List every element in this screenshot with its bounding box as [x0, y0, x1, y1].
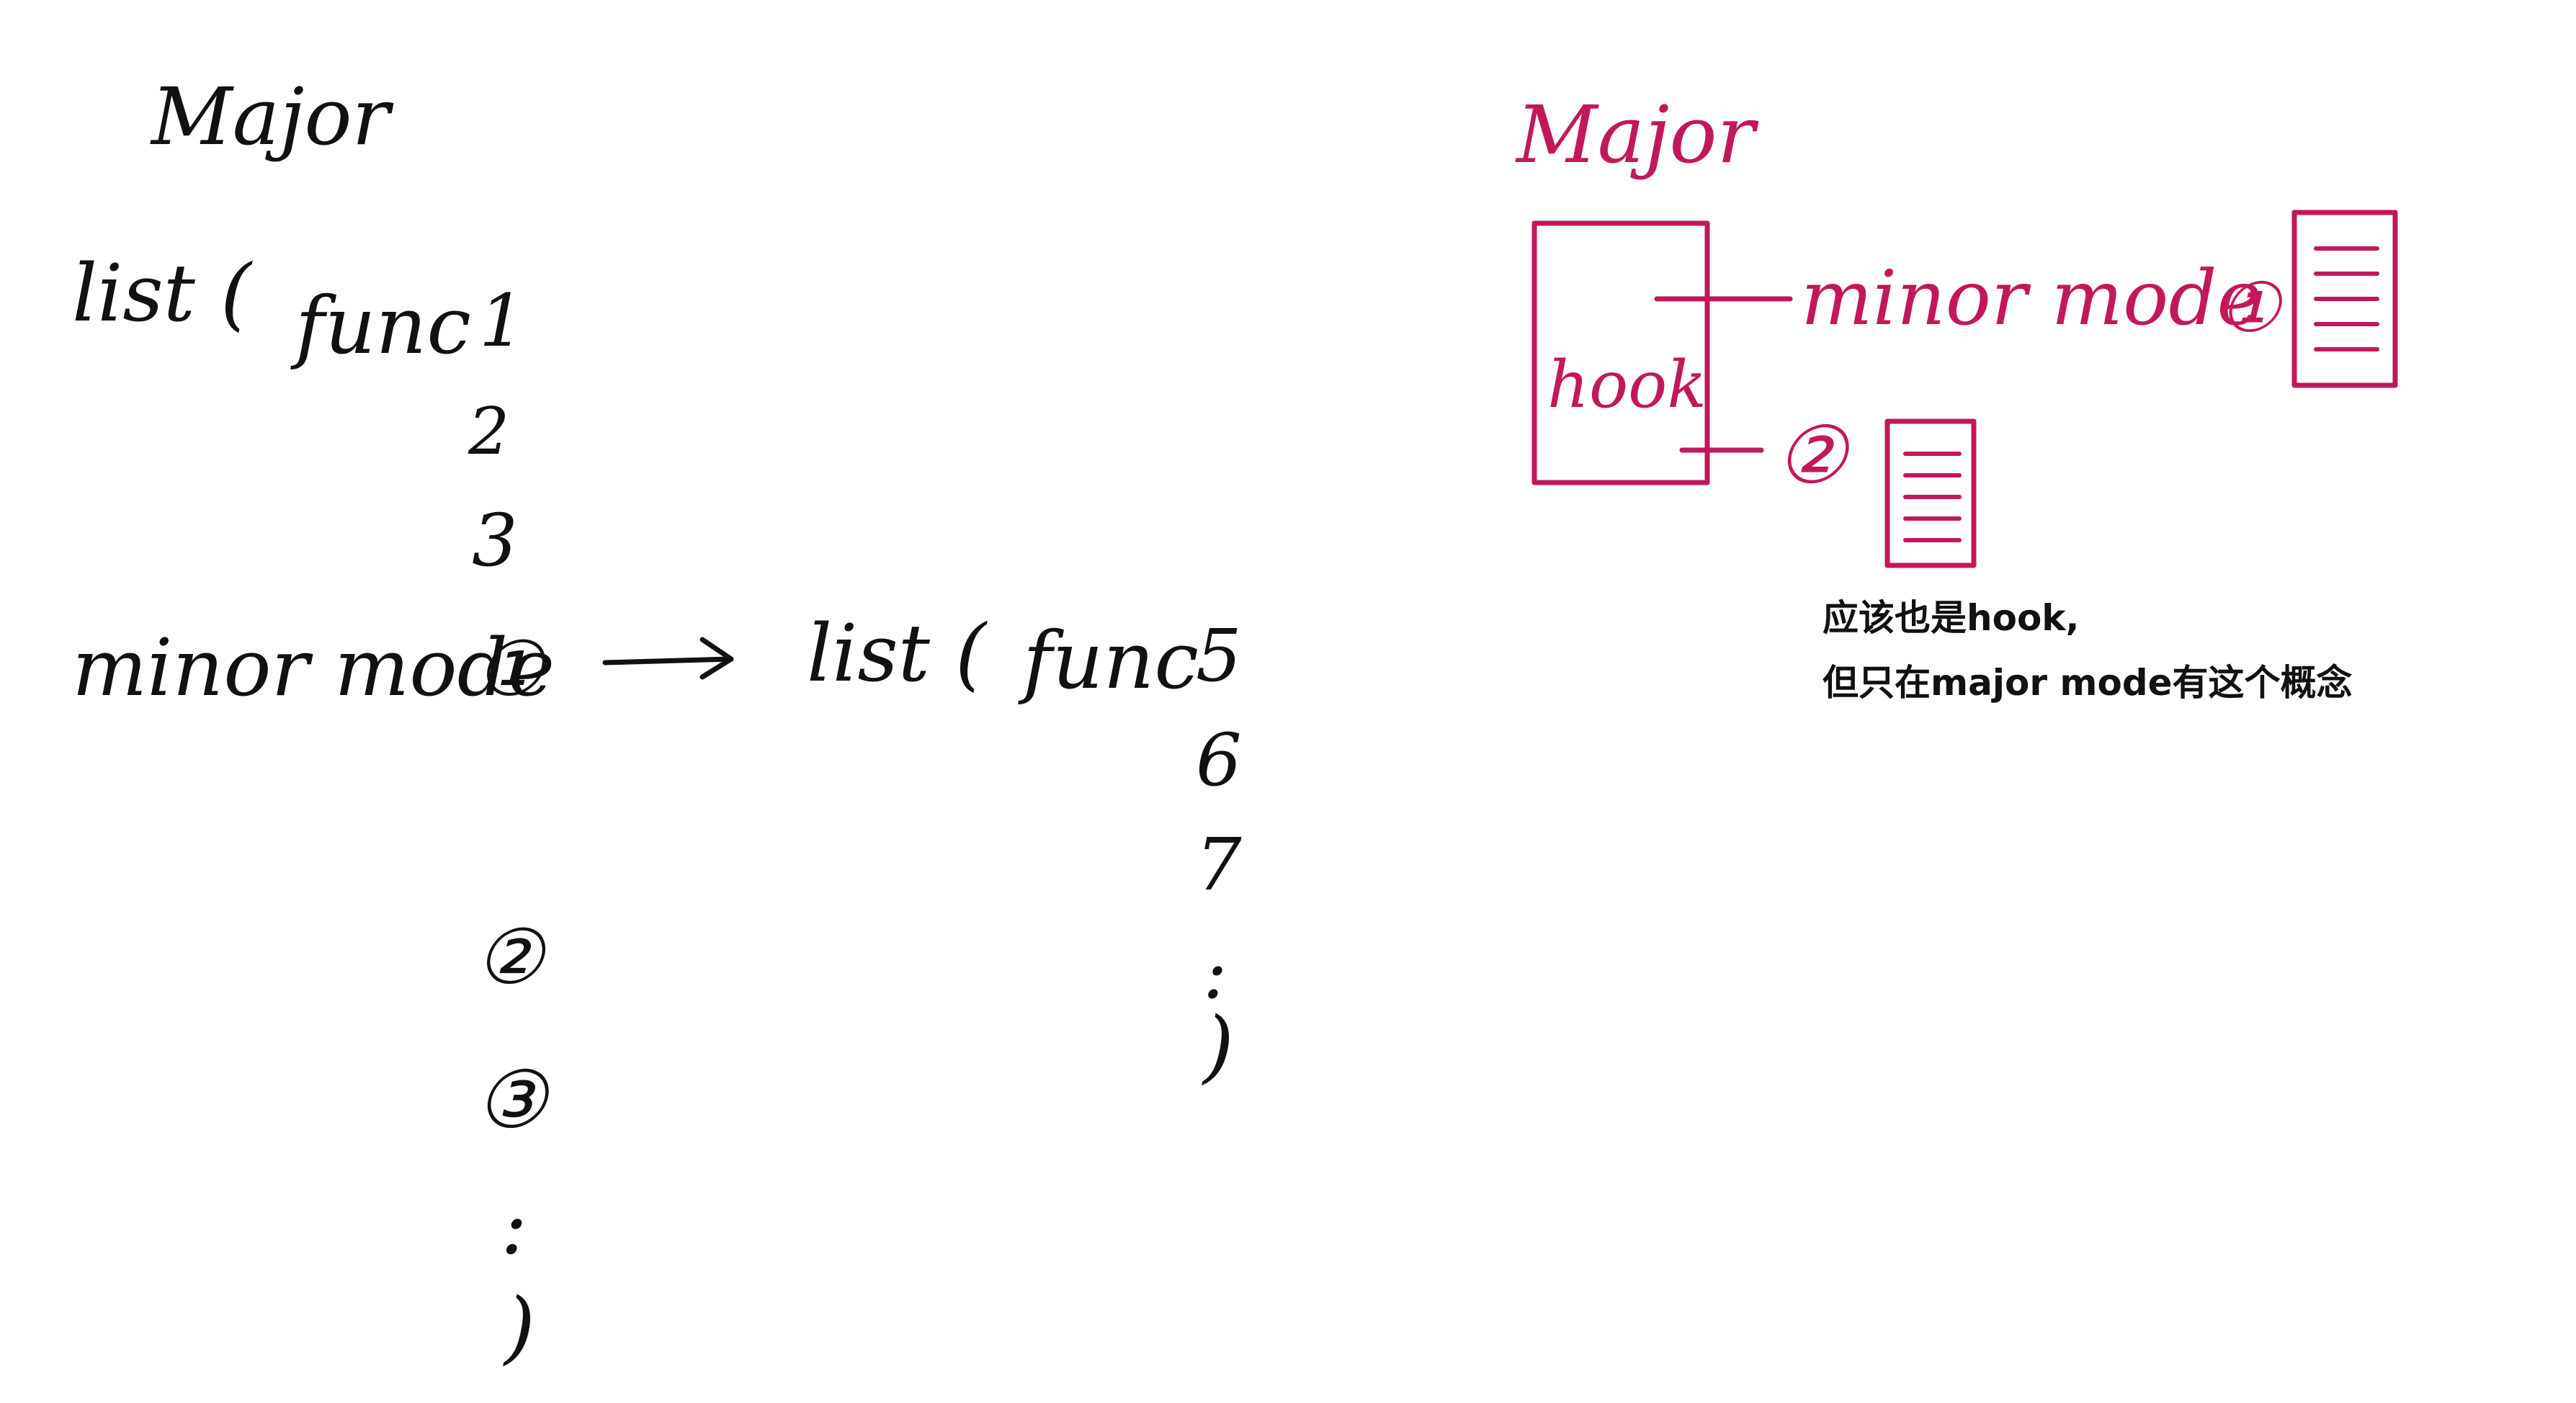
middle-dots: :: [1203, 931, 1227, 1015]
left-circled-1: ①: [475, 625, 547, 713]
left-close-paren: ): [503, 1281, 535, 1373]
left-major-title: Major: [150, 71, 395, 163]
left-item-3: 3: [472, 498, 518, 583]
middle-item-6: 6: [1196, 718, 1242, 802]
hook-box: [1531, 220, 1710, 485]
left-list-open: list (: [72, 247, 253, 339]
arrow-right-icon: [602, 637, 734, 680]
note-line-2: 但只在major mode有这个概念: [1823, 662, 2353, 704]
left-item-2: 2: [468, 394, 509, 470]
right-circled-1: ①: [2219, 269, 2284, 348]
right-major-title: Major: [1515, 89, 1760, 181]
left-item-1: 1: [479, 279, 525, 363]
right-minor-mode-label: minor mode: [1801, 254, 2262, 342]
left-func-label: func: [290, 279, 471, 372]
left-circled-2: ②: [475, 913, 547, 1001]
middle-close-paren: ): [1202, 1000, 1234, 1092]
hook-label: hook: [1547, 347, 1707, 423]
left-circled-3: ③: [475, 1054, 550, 1146]
middle-func-label: func: [1018, 614, 1199, 707]
right-circled-2: ②: [1776, 409, 1851, 501]
left-minor-mode-label: minor mode: [72, 622, 555, 714]
middle-list-open: list (: [807, 607, 988, 699]
document-icon: [1884, 418, 1977, 568]
left-dots: :: [501, 1180, 527, 1272]
document-icon: [2291, 210, 2398, 388]
note-line-1: 应该也是hook,: [1823, 597, 2080, 639]
middle-item-7: 7: [1196, 822, 1242, 907]
middle-item-5: 5: [1196, 614, 1242, 698]
